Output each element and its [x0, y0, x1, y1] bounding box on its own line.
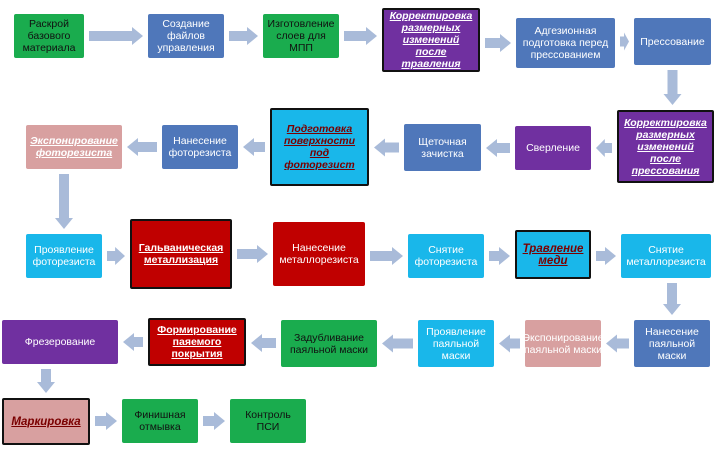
node-nanesenie-fotorezista: Нанесение фоторезиста	[162, 125, 238, 169]
node-frezerovanie: Фрезерование	[2, 320, 118, 364]
flow-arrow-24	[37, 369, 55, 393]
node-snyatie-fotorezista: Снятие фоторезиста	[408, 234, 484, 278]
flow-arrow-19	[606, 334, 629, 353]
flow-arrow-4	[485, 34, 511, 52]
flow-arrow-25	[95, 412, 117, 430]
flow-arrow-6	[663, 70, 682, 105]
node-sverlenie: Сверление	[515, 126, 591, 170]
flow-arrow-21	[382, 334, 413, 353]
node-travlenie-medi: Травление меди	[515, 230, 591, 279]
node-korrektirovka-travlenie: Корректировка размерных изменений после …	[382, 8, 480, 72]
node-adgezionnaya-podgotovka: Адгезионная подготовка перед прессование…	[516, 18, 615, 68]
flow-arrow-26	[203, 412, 225, 430]
flow-arrow-2	[229, 27, 258, 45]
flow-arrow-18	[663, 283, 681, 315]
node-korrektirovka-pressovanie: Корректировка размерных изменений после …	[617, 110, 714, 183]
flow-arrow-10	[243, 138, 265, 156]
node-raskroy: Раскрой базового материала	[14, 14, 84, 58]
node-galvanicheskaya-metallizatsiya: Гальваническая металлизация	[130, 219, 232, 289]
flow-arrow-7	[596, 139, 612, 157]
flow-arrow-8	[486, 139, 510, 157]
node-shchetochnaya-zachistka: Щеточная зачистка	[404, 124, 481, 171]
flow-arrow-15	[370, 247, 403, 265]
node-eksponirovanie-fotorezista: Экспонирование фоторезиста	[26, 125, 122, 169]
flow-arrow-14	[237, 245, 268, 263]
node-nanesenie-payalnoy-maski: Нанесение паяльной маски	[634, 320, 710, 367]
node-eksponirovanie-payalnoy-maski: Экспонирование паяльной маски	[522, 320, 604, 367]
node-zadublivanie-payalnoy-maski: Задубливание паяльной маски	[281, 320, 377, 367]
node-podgotovka-poverkhnosti: Подготовка поверхности под фоторезист	[270, 108, 369, 186]
flow-arrow-11	[127, 138, 157, 156]
node-nanesenie-metallorezista: Нанесение металлорезиста	[273, 222, 365, 286]
node-proyavlenie-fotorezista: Проявление фоторезиста	[26, 234, 102, 278]
node-finishnaya-otmyvka: Финишная отмывка	[122, 399, 198, 443]
flow-arrow-1	[89, 27, 143, 45]
node-sozdanie-faylov: Создание файлов управления	[148, 14, 224, 58]
node-izgotovlenie-sloev: Изготовление слоев для МПП	[263, 14, 339, 58]
node-pressovanie: Прессование	[634, 18, 711, 65]
flow-arrow-22	[251, 334, 276, 352]
node-proyavlenie-payalnoy-maski: Проявление паяльной маски	[418, 320, 494, 367]
flow-arrow-9	[374, 138, 399, 157]
node-kontrol-psi: Контроль ПСИ	[230, 399, 306, 443]
flow-arrow-20	[499, 334, 520, 353]
flow-arrow-12	[55, 174, 73, 229]
flow-arrow-13	[107, 247, 125, 265]
flow-arrow-5	[620, 32, 629, 51]
node-formirovanie-payaemogo-pokrytiya: Формирование паяемого покрытия	[148, 318, 246, 366]
flow-arrow-16	[489, 247, 510, 265]
node-markirovka: Маркировка	[2, 398, 90, 445]
node-snyatie-metallorezista: Снятие металлорезиста	[621, 234, 711, 278]
flow-arrow-3	[344, 27, 377, 45]
flow-arrow-17	[596, 247, 616, 265]
flow-arrow-23	[123, 333, 143, 351]
